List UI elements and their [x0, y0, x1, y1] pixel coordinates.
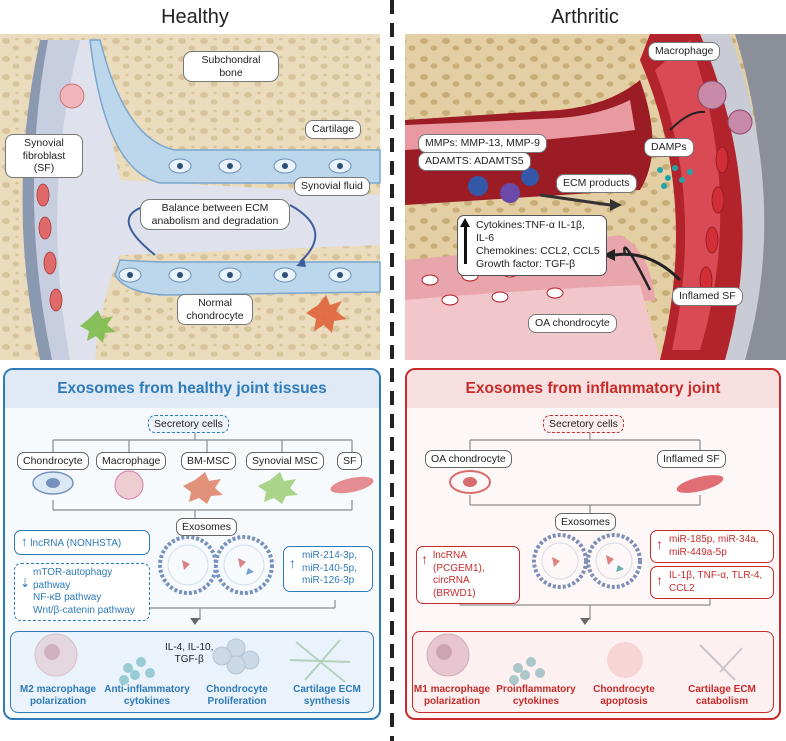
up-arrow-icon: ↑ [289, 555, 296, 571]
inflam-rna-box: ↑ lncRNA (PCGEM1), circRNA (BRWD1) [416, 546, 520, 604]
up-arrow-icon: ↑ [656, 572, 663, 588]
effect-ecm-catabolism: Cartilage ECM catabolism [688, 684, 756, 707]
label-synovial-fibroblast: Synovial fibroblast (SF) [5, 134, 83, 178]
up-arrow-icon: ↑ [421, 551, 428, 567]
inflam-secretory-cells: Secretory cells [543, 415, 624, 433]
mediator-chemokines: Chemokines: CCL2, CCL5 [476, 245, 600, 258]
markers-line1: IL-1β, TNF-α, TLR-4, [669, 570, 763, 581]
cytokine-list-line1: IL-4, IL-10, [165, 642, 214, 653]
label-oa-chondrocyte: OA chondrocyte [528, 314, 617, 333]
cell-chondrocyte: Chondrocyte [17, 452, 89, 470]
label-inflamed-sf: Inflamed SF [672, 287, 743, 306]
lncrna-text: lncRNA (NONHSTA) [30, 538, 122, 549]
healthy-secretory-cells: Secretory cells [148, 415, 229, 433]
up-arrow-icon: ↑ [656, 536, 663, 552]
inflam-effects-box [412, 631, 774, 713]
mediator-cytokines: Cytokines:TNF-α IL-1β, IL-6 [476, 219, 585, 245]
cell-macrophage: Macrophage [96, 452, 167, 470]
markers-line2: CCL2 [669, 582, 695, 594]
healthy-exosomes-label: Exosomes [176, 518, 238, 536]
circrna-brwd1: circRNA (BRWD1) [433, 575, 476, 599]
up-arrow-icon: ↑ [21, 534, 28, 549]
cell-oa-chondrocyte: OA chondrocyte [425, 450, 512, 468]
effect-chondrocyte-apoptosis: Chondrocyte apoptosis [593, 684, 655, 707]
cell-synovial-msc: Synovial MSC [246, 452, 324, 470]
cell-bm-msc: BM-MSC [181, 452, 236, 470]
effect-anti-inflammatory: Anti-inflammatory cytokines [104, 684, 190, 707]
mirna-214: miR-214-3p, [302, 550, 358, 561]
label-cartilage: Cartilage [305, 120, 362, 139]
label-synovial-fluid: Synovial fluid [294, 177, 370, 196]
cell-inflamed-sf: Inflamed SF [657, 450, 726, 468]
mirna-185-34a: miR-185p, miR-34a, [669, 534, 759, 545]
label-normal-chondrocyte: Normal chondrocyte [177, 294, 253, 326]
healthy-heading: Healthy [161, 6, 229, 28]
pathway-nfkb: NF-κB pathway [33, 592, 102, 603]
cell-sf: SF [337, 452, 363, 470]
effect-chondrocyte-proliferation: Chondrocyte Proliferation [206, 684, 268, 707]
cytokine-list: IL-4, IL-10, TGF-β [165, 642, 213, 666]
lncrna-pcgem1: lncRNA (PCGEM1), [433, 550, 485, 574]
healthy-effects-box [10, 631, 374, 713]
pathways-box: ⇣ mTOR-autophagy pathway NF-κB pathway W… [14, 563, 150, 621]
label-subchondral-bone: Subchondral bone [183, 51, 279, 83]
arthritic-heading: Arthritic [551, 6, 619, 28]
lncrna-box: ↑ lncRNA (NONHSTA) [14, 530, 150, 555]
healthy-mirna-box: ↑ miR-214-3p, miR-140-5p, miR-126-3p [283, 546, 373, 592]
cytokine-list-line2: TGF-β [174, 654, 204, 665]
label-ecm-balance: Balance between ECM anabolism and degrad… [140, 199, 290, 231]
inflam-markers-box: ↑ IL-1β, TNF-α, TLR-4, CCL2 [650, 566, 774, 599]
effect-m2-polarization: M2 macrophage polarization [19, 684, 97, 707]
healthy-panel-title: Exosomes from healthy joint tissues [5, 370, 379, 408]
inflam-panel-title: Exosomes from inflammatory joint [407, 370, 779, 408]
label-macrophage: Macrophage [648, 42, 721, 61]
label-mmps: MMPs: MMP-13, MMP-9 [418, 134, 547, 153]
label-ecm-products: ECM products [556, 174, 637, 193]
pathway-mtor: mTOR-autophagy pathway [33, 567, 113, 591]
effect-ecm-synthesis: Cartilage ECM synthesis [293, 684, 361, 707]
inflam-mirna-box: ↑ miR-185p, miR-34a, miR-449a-5p [650, 530, 774, 563]
label-damps: DAMPs [644, 138, 694, 157]
inflam-exosomes-label: Exosomes [555, 513, 617, 531]
effect-m1-polarization: M1 macrophage polarization [413, 684, 491, 707]
mirna-126: miR-126-3p [302, 575, 355, 586]
pathway-wnt: Wnt/β-catenin pathway [33, 604, 135, 616]
effect-proinflammatory: Proinflammatory cytokines [496, 684, 576, 707]
down-arrow-icon: ⇣ [20, 576, 31, 590]
mediator-growth-factor: Growth factor: TGF-β [476, 258, 576, 271]
mediators-box: Cytokines:TNF-α IL-1β, IL-6 Chemokines: … [457, 215, 607, 276]
mirna-140: miR-140-5p, [302, 562, 358, 574]
mirna-449a: miR-449a-5p [669, 546, 727, 558]
label-adamts: ADAMTS: ADAMTS5 [418, 152, 531, 171]
